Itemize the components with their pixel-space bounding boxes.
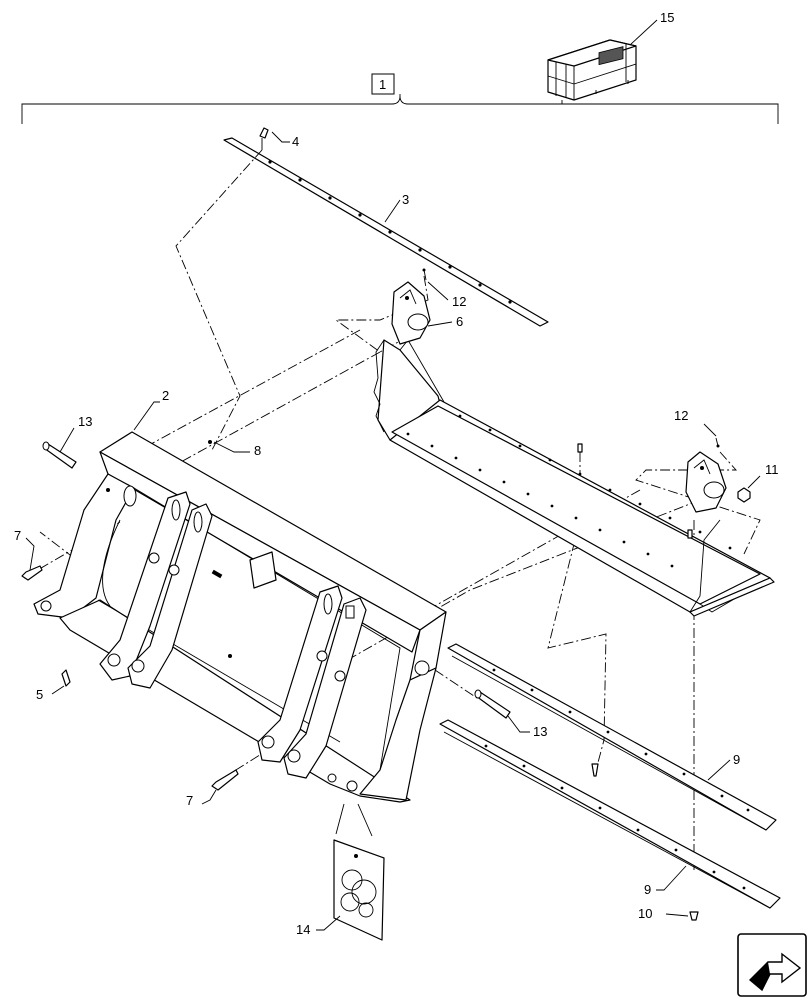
hinge-bracket-6 <box>391 281 431 345</box>
coupler-plate-right-inner <box>283 597 367 779</box>
pin-13-right <box>474 689 511 719</box>
callout-4: 4 <box>292 134 299 149</box>
callout-11: 11 <box>765 462 779 477</box>
callout-12-right: 12 <box>674 408 688 423</box>
callout-8: 8 <box>254 443 261 458</box>
hinge-bracket-right <box>685 451 727 513</box>
coupler-plate-left-outer <box>99 491 191 681</box>
callout-9-upper: 9 <box>733 752 740 767</box>
nut-11 <box>737 487 751 503</box>
coupler-plate-right-outer <box>257 585 343 763</box>
bolt-5 <box>61 669 71 687</box>
assembly-bracket <box>21 73 779 124</box>
callout-3: 3 <box>402 192 409 207</box>
callout-9-lower: 9 <box>644 882 651 897</box>
front-bucket-2 <box>33 431 447 803</box>
callout-1: 1 <box>379 77 386 92</box>
callout-6: 6 <box>456 314 463 329</box>
callout-10: 10 <box>638 906 652 921</box>
pin-13-left <box>42 441 77 469</box>
callout-13-right: 13 <box>533 724 547 739</box>
kit-box-15: DIA <box>547 39 637 104</box>
center-bracket <box>211 551 277 658</box>
hardware-bag-14 <box>333 839 385 941</box>
wear-strip-9-lower <box>439 719 781 909</box>
wear-strip-9-upper <box>447 643 777 831</box>
pin-8 <box>208 440 212 444</box>
cutting-edge-strip-3 <box>223 137 549 327</box>
bolt-10 <box>689 911 699 921</box>
callout-12-upper: 12 <box>452 294 466 309</box>
callout-13-left: 13 <box>78 414 92 429</box>
callout-14: 14 <box>296 922 310 937</box>
pin-12-upper <box>422 268 427 281</box>
navigation-arrow-icon[interactable] <box>737 933 807 997</box>
callout-7-left: 7 <box>14 528 21 543</box>
pin-12-right <box>715 437 720 448</box>
bolt-4 <box>259 127 269 150</box>
bolt-7-left <box>21 565 43 581</box>
bolt-strip <box>591 763 599 777</box>
coupler-plate-left-inner <box>127 503 213 689</box>
kit-box-label: DIA <box>602 60 620 74</box>
bolt-7-bottom <box>211 769 239 791</box>
callout-7-bottom: 7 <box>186 793 193 808</box>
callout-15: 15 <box>660 10 674 25</box>
bolt-small-rear <box>577 443 693 539</box>
callout-2: 2 <box>162 388 169 403</box>
callout-5: 5 <box>36 687 43 702</box>
